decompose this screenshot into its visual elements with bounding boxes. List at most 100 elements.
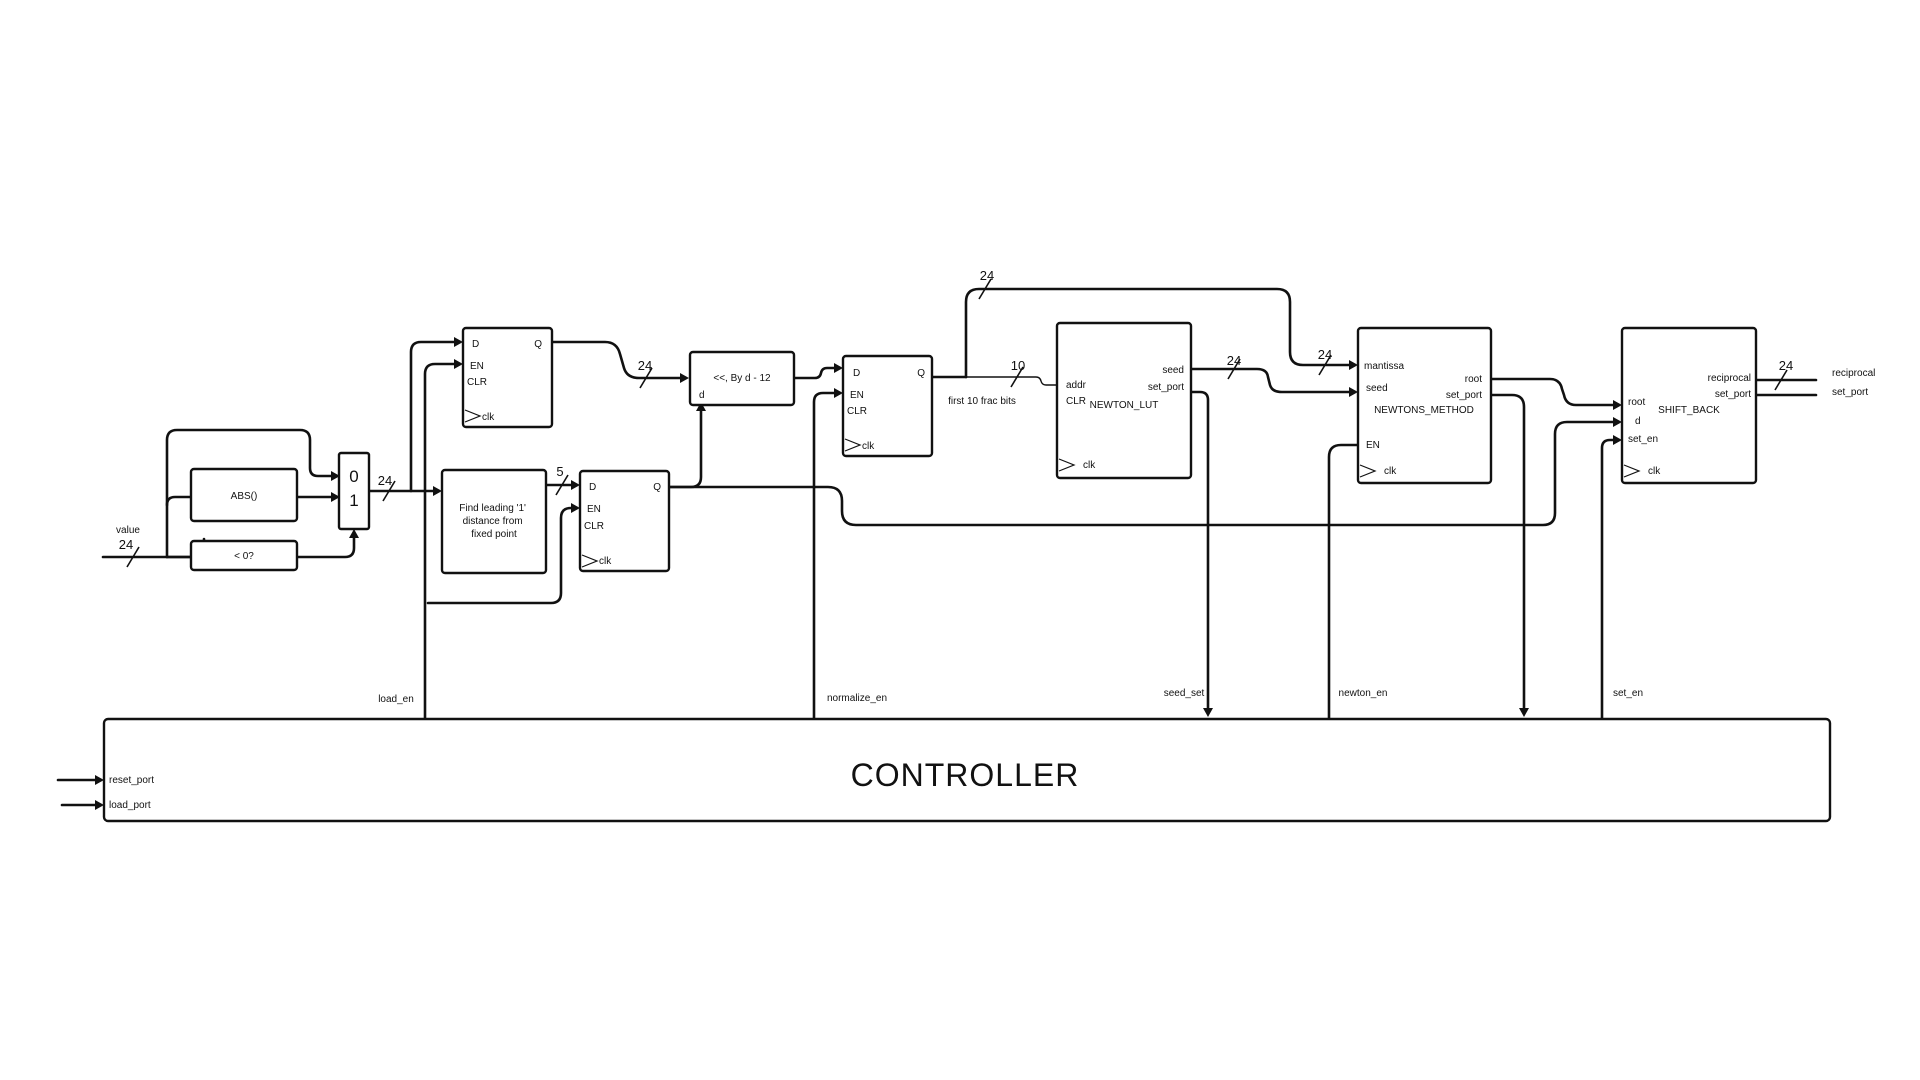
sb-name: SHIFT_BACK [1658,405,1720,416]
wire-load-en-to-reg2 [426,506,578,605]
find-leading-line1: Find leading '1' [459,503,526,514]
wire-reg2-q-up [666,404,703,489]
reg3-clk-pin: clk [862,441,875,452]
top-bypass-width: 24 [980,268,994,283]
reg1-d-pin: D [472,339,479,350]
abs-label: ABS() [231,491,258,502]
register-1: D Q EN CLR clk [461,326,554,429]
input-width-label: 24 [119,537,133,552]
mux-in0: 0 [349,467,358,486]
newton-en-label: newton_en [1339,688,1388,699]
reg2-clk-icon [581,554,599,568]
arrow-reg2-d [571,480,580,490]
reg1-q-pin: Q [534,339,542,350]
set-port-out-label: set_port [1832,387,1868,398]
tick-seed [1227,358,1241,380]
seed-set-label: seed_set [1164,688,1205,699]
lut-clr-pin: CLR [1066,396,1086,407]
lt-zero-block: < 0? [189,539,299,572]
mantissa-bus-width: 24 [1318,347,1332,362]
wire-seed [1188,367,1356,394]
nm-name: NEWTONS_METHOD [1374,405,1474,416]
arrow-reg1-d [454,337,463,347]
shifter-title: <<, By d - 12 [713,373,771,384]
lut-name: NEWTON_LUT [1090,400,1159,411]
wire-normalize-en [812,391,841,721]
arrow-shifter-in [680,373,689,383]
reg2-clk-pin: clk [599,556,612,567]
reg2-in-width: 5 [556,464,563,479]
reg1-clk-pin: clk [482,412,495,423]
tick-top-bypass [978,278,992,300]
shifter-d-pin: d [699,390,705,401]
labels: value 24 24 24 5 24 10 24 24 24 first 10… [116,268,1875,705]
find-leading-line2: distance from [463,516,523,527]
wire-newton-set-port [1488,393,1526,714]
register-2: D Q EN CLR clk [578,469,671,573]
reg2-clr-pin: CLR [584,521,604,532]
lut-set-port-pin: set_port [1148,382,1184,393]
wire-set-en [1600,438,1620,721]
abs-block: ABS() [189,467,299,523]
seed-bus-width: 24 [1227,353,1241,368]
nm-en-pin: EN [1366,440,1380,451]
wire-lut-addr [966,376,1057,386]
frac-bits-label: first 10 frac bits [948,396,1016,407]
arrow-reg3-en [834,388,843,398]
arrow-reset-port [95,775,104,785]
bus-ticks [126,278,1788,568]
reg1-clr-pin: CLR [467,377,487,388]
reg3-clk-icon [844,438,862,452]
sb-set-en-pin: set_en [1628,434,1658,445]
lut-seed-pin: seed [1162,365,1184,376]
reg1-clk-icon [464,409,482,423]
controller-reset-port: reset_port [109,775,154,786]
newtons-method-block: mantissa seed NEWTONS_METHOD root set_po… [1356,326,1493,485]
shifter-block: <<, By d - 12 d [688,350,796,407]
nm-root-pin: root [1465,374,1482,385]
nm-mantissa-pin: mantissa [1364,361,1404,372]
wire-reg2-q-long [666,420,1620,527]
tick-mantissa [1318,354,1332,376]
arrow-seed [1349,387,1358,397]
arrow-set-en [1613,435,1622,445]
tick-value [126,546,140,568]
reg2-d-pin: D [589,482,596,493]
reg2-en-pin: EN [587,504,601,515]
arrow-load-port [95,800,104,810]
arrow-mantissa [1349,360,1358,370]
nm-clk-icon [1359,464,1377,478]
arrow-seed-set [1203,708,1213,717]
arrow-newton-set-port [1519,708,1529,717]
wire-mux-to-reg1-d [409,340,461,493]
nm-set-port-pin: set_port [1446,390,1482,401]
wire-value-to-mux0 [165,428,338,507]
reg3-clr-pin: CLR [847,406,867,417]
reg2-q-pin: Q [653,482,661,493]
wire-load-en [423,362,461,721]
lut-clk-pin: clk [1083,460,1096,471]
lt-zero-label: < 0? [234,551,254,562]
load-en-label: load_en [378,694,414,705]
sb-clk-icon [1623,464,1641,478]
arrow-mux0 [331,471,340,481]
tick-reg1-out [639,367,653,389]
arrow-find-in [433,486,442,496]
tick-out [1774,369,1788,391]
mux-in1: 1 [349,491,358,510]
register-3: D Q EN CLR clk [841,354,934,458]
reg1-out-width: 24 [638,358,652,373]
wire-reg1-q [550,340,687,380]
arrow-root [1613,400,1622,410]
reg3-q-pin: Q [917,368,925,379]
lut-addr-pin: addr [1066,380,1087,391]
shift-back-block: root d set_en SHIFT_BACK reciprocal set_… [1620,326,1758,485]
reg3-d-pin: D [853,368,860,379]
wire-lt-to-mux-sel [295,531,356,559]
find-leading-line3: fixed point [471,529,517,540]
input-value-label: value [116,525,140,536]
lut-addr-width: 10 [1011,358,1025,373]
nm-seed-pin: seed [1366,383,1388,394]
sb-d-pin: d [1635,416,1641,427]
